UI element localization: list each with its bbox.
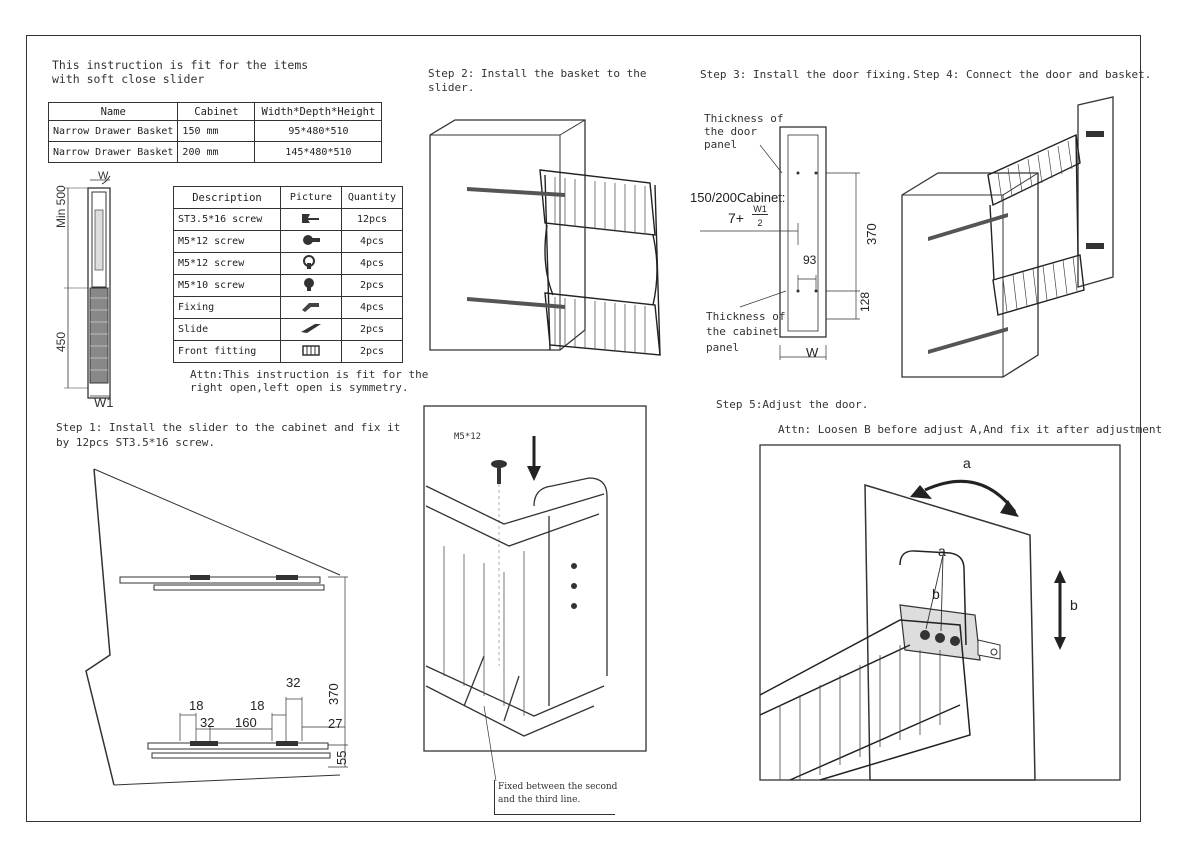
step1-dim-160: 160 [235, 715, 257, 730]
table-row: Fixing 4pcs [173, 296, 403, 319]
screw-detail-label: M5*12 [454, 432, 482, 442]
size-header-name: Name [47, 102, 179, 121]
step3-dim-370: 370 [864, 223, 879, 245]
table-row: Narrow Drawer Basket 200 mm 145*480*510 [47, 141, 383, 163]
dim-w: W [98, 170, 109, 182]
step3-thickness-door-2: the door [704, 125, 757, 138]
part-desc: M5*12 screw [173, 230, 281, 253]
size-cell: Narrow Drawer Basket [47, 141, 179, 163]
part-desc: ST3.5*16 screw [173, 208, 281, 231]
step5-label-b-arrow: b [1070, 597, 1078, 613]
fixing-bracket-icon [302, 303, 319, 312]
step5-label-a-screws: a [938, 543, 946, 559]
step5-adjust-drawing [759, 444, 1121, 781]
parts-table: Description Picture Quantity ST3.5*16 sc… [173, 186, 403, 363]
part-qty: 12pcs [341, 208, 403, 231]
size-cell: Narrow Drawer Basket [47, 120, 179, 142]
screw-icon [304, 278, 314, 291]
step2-line2: slider. [428, 81, 475, 94]
step1-dim-55: 55 [334, 750, 349, 765]
step3-thickness-door-1: Thickness of [704, 112, 784, 125]
dim-min-500: Min 500 [54, 185, 68, 228]
parts-header-picture: Picture [280, 186, 342, 209]
step1-dim-27: 27 [328, 716, 343, 731]
step3-formula-numerator: W1 [752, 204, 768, 215]
step3-cabinet-label: 150/200Cabinet: [690, 190, 786, 205]
part-desc: Front fitting [173, 340, 281, 363]
part-qty: 2pcs [341, 274, 403, 297]
size-cell: 150 mm [177, 120, 256, 142]
attn-left-line1: Attn:This instruction is fit for the [190, 368, 429, 381]
table-row: M5*12 screw 4pcs [173, 252, 403, 275]
size-cell: 200 mm [177, 141, 256, 163]
step3-thickness-door-3: panel [704, 138, 738, 151]
screw-note-line2: and the third line. [498, 795, 581, 805]
dim-450: 450 [54, 331, 68, 352]
part-qty: 4pcs [341, 252, 403, 275]
front-fitting-icon [302, 345, 320, 356]
table-row: ST3.5*16 screw 12pcs [173, 208, 403, 231]
table-row: Narrow Drawer Basket 150 mm 95*480*510 [47, 120, 383, 142]
screw-note-line1: Fixed between the second [498, 782, 618, 792]
step5-label-b-screws: b [932, 586, 940, 602]
step3-dim-w: W [806, 345, 819, 360]
step3-dim-128: 128 [858, 291, 872, 312]
step5-attn: Attn: Loosen B before adjust A,And fix i… [778, 423, 1163, 436]
table-row: M5*10 screw 2pcs [173, 274, 403, 297]
step3-thickness-cabinet-3: panel [706, 341, 740, 354]
step1-dim-32-bottom: 32 [200, 715, 215, 730]
part-desc: M5*10 screw [173, 274, 281, 297]
intro-line1: This instruction is fit for the items [52, 58, 309, 72]
step3-formula-denominator: 2 [757, 218, 763, 228]
step3-thickness-cabinet-1: Thickness of [706, 310, 786, 323]
part-qty: 2pcs [341, 340, 403, 363]
screw-icon [303, 235, 320, 245]
page-frame [26, 35, 1141, 822]
size-cell: 95*480*510 [254, 120, 383, 142]
attn-left-line2: right open,left open is symmetry. [190, 381, 409, 394]
cabinet-elevation-drawing [64, 175, 111, 399]
step1-line1: Step 1: Install the slider to the cabine… [56, 421, 401, 434]
table-row: M5*12 screw 4pcs [173, 230, 403, 253]
step2-basket-drawing [429, 119, 661, 356]
step1-dim-18-right: 18 [250, 698, 265, 713]
size-table: Name Cabinet Width*Depth*Height Narrow D… [47, 102, 383, 163]
step5-label-a-top: a [963, 455, 971, 471]
step3-door-fixing-drawing [700, 126, 860, 360]
step1-dim-32-top: 32 [286, 675, 301, 690]
screw-note-box [494, 780, 615, 815]
slide-rail-icon [301, 324, 321, 333]
part-desc: M5*12 screw [173, 252, 281, 275]
step1-dim-370: 370 [326, 683, 341, 705]
step1-slider-drawing [85, 468, 348, 786]
size-header-dims: Width*Depth*Height [254, 102, 383, 121]
screw-icon [302, 214, 319, 223]
part-qty: 2pcs [341, 318, 403, 341]
step1-dim-18-left: 18 [189, 698, 204, 713]
step3-thickness-cabinet-2: the cabinet [706, 325, 779, 338]
part-qty: 4pcs [341, 296, 403, 319]
part-qty: 4pcs [341, 230, 403, 253]
part-desc: Slide [173, 318, 281, 341]
step5-title: Step 5:Adjust the door. [716, 398, 869, 411]
step3-title: Step 3: Install the door fixing. [700, 68, 912, 81]
screw-detail-frame [423, 405, 647, 782]
intro-line2: with soft close slider [52, 72, 205, 86]
step4-connect-drawing [901, 96, 1114, 378]
step4-title: Step 4: Connect the door and basket. [913, 68, 1152, 81]
size-cell: 145*480*510 [254, 141, 383, 163]
table-row: Slide 2pcs [173, 318, 403, 341]
parts-header-quantity: Quantity [341, 186, 403, 209]
step1-line2: by 12pcs ST3.5*16 screw. [56, 436, 215, 449]
size-header-cabinet: Cabinet [177, 102, 256, 121]
dim-w1: W1 [94, 395, 114, 410]
table-row: Front fitting 2pcs [173, 340, 403, 363]
parts-header-description: Description [173, 186, 281, 209]
step3-dim-93: 93 [803, 253, 817, 267]
step2-line1: Step 2: Install the basket to the [428, 67, 647, 80]
screw-icon [303, 255, 315, 269]
part-desc: Fixing [173, 296, 281, 319]
step3-formula-prefix: 7+ [728, 210, 744, 226]
